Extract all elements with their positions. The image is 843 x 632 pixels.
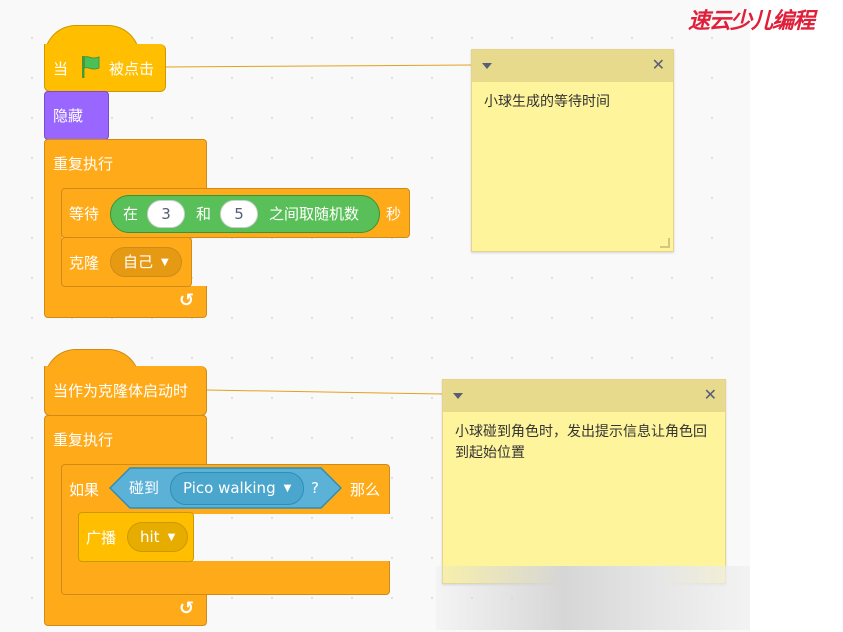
forever-bottom: ↺ [44,286,207,318]
forever-label: 重复执行 [53,155,114,173]
forever-label-2: 重复执行 [53,431,114,449]
touching-question: ? [311,479,319,497]
clone-target-value: 自己 [123,253,154,271]
comment-link-1 [164,64,473,68]
comment-link-2 [205,389,444,395]
clone-block[interactable]: 克隆 自己 ▼ [61,237,192,287]
random-suffix-label: 之间取随机数 [269,205,360,223]
comment-note-1[interactable]: ✕ 小球生成的等待时间 [471,49,674,252]
if-label: 如果 [69,481,100,499]
broadcast-label: 广播 [86,529,117,547]
random-and-label: 和 [196,205,212,223]
comment-text[interactable]: 小球生成的等待时间 [484,94,610,110]
loop-arrow-icon: ↺ [179,290,195,311]
hat-prefix: 当 [53,60,69,78]
hat-suffix: 被点击 [109,60,155,78]
blurred-region [436,566,756,630]
forever-top-2: 重复执行 [44,415,207,465]
forever-arm-2 [44,464,62,596]
random-in-label: 在 [123,205,139,223]
when-flag-clicked-block[interactable]: 当 被点击 [44,44,166,92]
if-arm [61,512,79,564]
resize-handle-icon[interactable] [660,238,670,248]
watermark-logo: 速云少儿编程 [688,8,815,34]
wait-block[interactable]: 等待 在 3 和 5 之间取随机数 秒 [61,188,410,238]
forever-arm [44,188,62,288]
close-icon[interactable]: ✕ [651,55,665,74]
random-from-input[interactable]: 3 [147,200,185,228]
random-reporter[interactable]: 在 3 和 5 之间取随机数 [110,195,380,233]
wait-unit-label: 秒 [386,205,402,223]
code-workspace[interactable]: 当 被点击 隐藏 重复执行 ↺ 等待 在 3 和 5 [0,0,756,632]
broadcast-block[interactable]: 广播 hit ▼ [78,512,194,562]
broadcast-message-value: hit [140,528,160,546]
forever-bottom-2: ↺ [44,594,207,626]
comment-header[interactable]: ✕ [472,50,673,82]
triangle-down-icon: ▼ [167,532,176,543]
triangle-down-icon: ▼ [283,483,292,494]
random-to-input[interactable]: 5 [220,200,258,228]
triangle-down-icon: ▼ [161,257,169,268]
comment-link-lines [164,64,473,395]
touching-target-dropdown[interactable]: Pico walking ▼ [170,472,305,505]
if-bottom [61,561,390,595]
right-margin [750,0,843,632]
forever-top: 重复执行 [44,139,207,189]
touching-target-value: Pico walking [183,479,276,497]
clone-hat-label: 当作为克隆体启动时 [53,382,189,400]
clone-target-dropdown[interactable]: 自己 ▼ [110,247,182,277]
comment-note-2[interactable]: ✕ 小球碰到角色时，发出提示信息让角色回到起始位置 [442,379,726,584]
collapse-triangle-icon[interactable] [453,393,463,399]
green-flag-icon [82,56,100,78]
close-icon[interactable]: ✕ [703,385,717,404]
loop-arrow-icon: ↺ [179,598,195,619]
touching-label: 碰到 [129,479,160,497]
hide-label: 隐藏 [53,107,84,125]
when-start-as-clone-block[interactable]: 当作为克隆体启动时 [44,366,207,416]
collapse-triangle-icon[interactable] [482,63,492,69]
then-label: 那么 [350,481,381,499]
broadcast-message-dropdown[interactable]: hit ▼ [127,522,189,552]
comment-text[interactable]: 小球碰到角色时，发出提示信息让角色回到起始位置 [455,424,707,461]
clone-label: 克隆 [69,254,100,272]
hide-block[interactable]: 隐藏 [44,91,109,140]
comment-header[interactable]: ✕ [443,380,725,412]
wait-label: 等待 [69,205,100,223]
